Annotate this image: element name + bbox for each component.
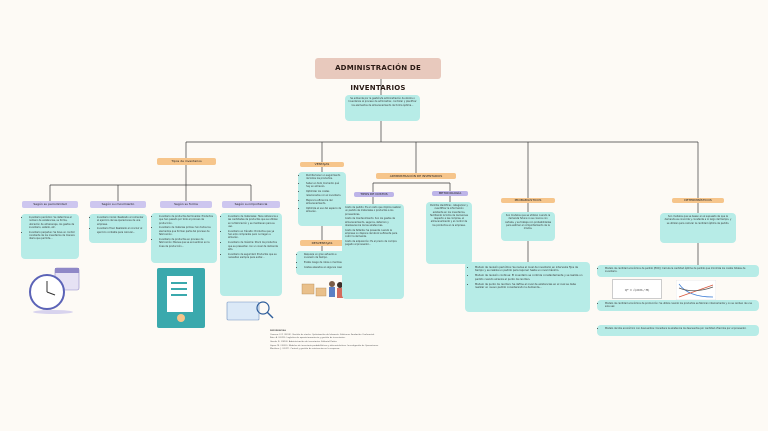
- list-item: Modelo de cantidad económica de producci…: [605, 302, 756, 309]
- list-item: Inventario de productos en proceso de fa…: [159, 238, 214, 248]
- list-item: Modelo de punto de reorden: Se define el…: [475, 283, 585, 290]
- prob-text: Son modelos que se utilizan cuando la de…: [504, 214, 552, 231]
- det-text: Son modelos que se basan en el supuesto …: [664, 215, 732, 225]
- list-item: Saber en todo momento qué hay en almacén…: [306, 182, 343, 189]
- list-item: Inventario de seguridad: Productos que s…: [228, 253, 279, 260]
- list-item: Existe riesgo de robos o mermas.: [304, 261, 345, 264]
- search-analysis-illustration: [226, 301, 274, 321]
- list-item: Permite tener un seguimiento de todos lo…: [306, 174, 343, 181]
- prob-models-box: Modelo de revisión periódica: Se revisa …: [465, 262, 590, 312]
- type-label-forma: Según su forma: [160, 201, 212, 208]
- det-label: DETERMINÍSTICOS: [672, 198, 724, 203]
- list-item: Optimiza el uso del espacio de almacén.: [306, 207, 343, 214]
- list-item: Inventario en tránsito: Productos que ya…: [228, 230, 279, 240]
- intro-text: Se entiende por la gestión/la administra…: [348, 97, 417, 107]
- list-item: Inventario de materias primas: Son todos…: [159, 226, 214, 236]
- reference-item: Carmen, F. P. (2015). Gestión de stocks:…: [270, 333, 375, 336]
- list-item: Modelo de cantidad económica de pedido (…: [605, 267, 756, 274]
- references-heading: REFERENCIAS: [270, 330, 287, 332]
- det-model-2-box: Modelo de cantidad económica de producci…: [597, 300, 759, 311]
- list-item: Inventario inicial: Realizado al comenza…: [97, 216, 144, 226]
- desventajas-box: Requiere un gran esfuerzo e inversión de…: [296, 251, 348, 275]
- list-item: Costes elevados en algunos casos.: [304, 266, 345, 269]
- list-item: Costo de faltante: Se presenta cuando la…: [345, 228, 398, 239]
- checklist-illustration: [157, 268, 205, 328]
- metodologia-text: Permite identificar, categorizar y cuant…: [430, 204, 468, 227]
- list-item: Requiere un gran esfuerzo e inversión de…: [304, 253, 345, 260]
- page-title: ADMINISTRACIÓN DE INVENTARIOS: [315, 58, 441, 92]
- eoq-cost-graph: [676, 280, 716, 300]
- list-item: Inventario de máxima: Stock de productos…: [228, 241, 279, 251]
- eoq-formula: Q* = √(2DS / H): [612, 279, 662, 299]
- type-label-movimiento: Según su movimiento: [90, 201, 146, 208]
- list-item: Modelo de revisión continua: El inventar…: [475, 274, 585, 281]
- type-box-movimiento: Inventario inicial: Realizado al comenza…: [89, 214, 147, 243]
- det-model-3-box: Modelo de lote económico con descuentos:…: [597, 325, 759, 336]
- intro-box: Se entiende por la gestión/la administra…: [345, 95, 420, 121]
- type-label-importancia: Según su importancia: [222, 201, 280, 208]
- desventajas-label: DESVENTAJAS: [300, 240, 344, 246]
- list-item: Costo de pedido: Es el costo que implica…: [345, 206, 401, 216]
- list-item: Costo de adquisición: Es el precio de co…: [345, 240, 397, 247]
- type-box-forma: Inventario de productos terminados: Prod…: [151, 213, 217, 263]
- tipos-costos-box: Costo de pedido: Es el costo que implica…: [342, 204, 404, 299]
- admin-label: ADMINISTRACIÓN DE INVENTARIOS: [376, 173, 456, 179]
- reference-item: García, R. (2018). Administración de inv…: [270, 341, 338, 344]
- warehouse-workers-illustration: [301, 281, 343, 298]
- list-item: Mejora la eficiencia del almacenamiento.: [306, 199, 343, 206]
- reference-item: Ruiz, A. (2019). Logística de aprovision…: [270, 337, 346, 340]
- type-box-periodicidad: Inventario periódico: Se determina el nú…: [21, 214, 79, 259]
- list-item: Inventario de materiales: Hace referenci…: [228, 215, 279, 228]
- det-model-1-box: Modelo de cantidad económica de pedido (…: [597, 265, 759, 277]
- references: REFERENCIAS Carmen, F. P. (2015). Gestió…: [270, 330, 420, 372]
- list-item: Modelo de revisión periódica: Se revisa …: [475, 266, 585, 273]
- ventajas-box: Permite tener un seguimiento de todos lo…: [298, 172, 346, 226]
- tipos-costos-label: TIPOS DE COSTOS: [354, 192, 394, 197]
- ventajas-label: VENTAJAS: [300, 162, 344, 167]
- reference-item: Martínez, J. (2017). Control y gestión d…: [270, 348, 340, 351]
- list-item: Inventario periódico: Se determina el nú…: [29, 216, 76, 229]
- list-item: Costo de mantenimiento: Son los gastos d…: [345, 217, 396, 227]
- reference-item: López, M. (2020). Modelos de inventario …: [270, 344, 379, 347]
- list-item: Modelo de lote económico con descuentos:…: [605, 327, 756, 330]
- list-item: Optimizar los costes relacionados con el…: [306, 190, 343, 197]
- type-box-importancia: Inventario de materiales: Hace referenci…: [220, 213, 282, 296]
- clock-calendar-illustration: [29, 267, 80, 314]
- prob-label: PROBABILÍSTICOS: [501, 198, 555, 203]
- list-item: Inventario de productos terminados: Prod…: [159, 215, 214, 225]
- list-item: Inventario perpetuo: Se lleva un control…: [29, 231, 76, 241]
- metodologia-box: Permite identificar, categorizar y cuant…: [426, 202, 472, 264]
- types-label: Tipos de inventarios: [157, 158, 216, 165]
- list-item: Inventario final: Realizado al concluir …: [97, 227, 144, 234]
- prob-desc-box: Son modelos que se utilizan cuando la de…: [501, 212, 555, 241]
- det-desc-box: Son modelos que se basan en el supuesto …: [660, 213, 736, 243]
- type-label-periodicidad: Según su periodicidad: [22, 201, 78, 208]
- metodologia-label: METODOLOGÍA: [432, 191, 468, 196]
